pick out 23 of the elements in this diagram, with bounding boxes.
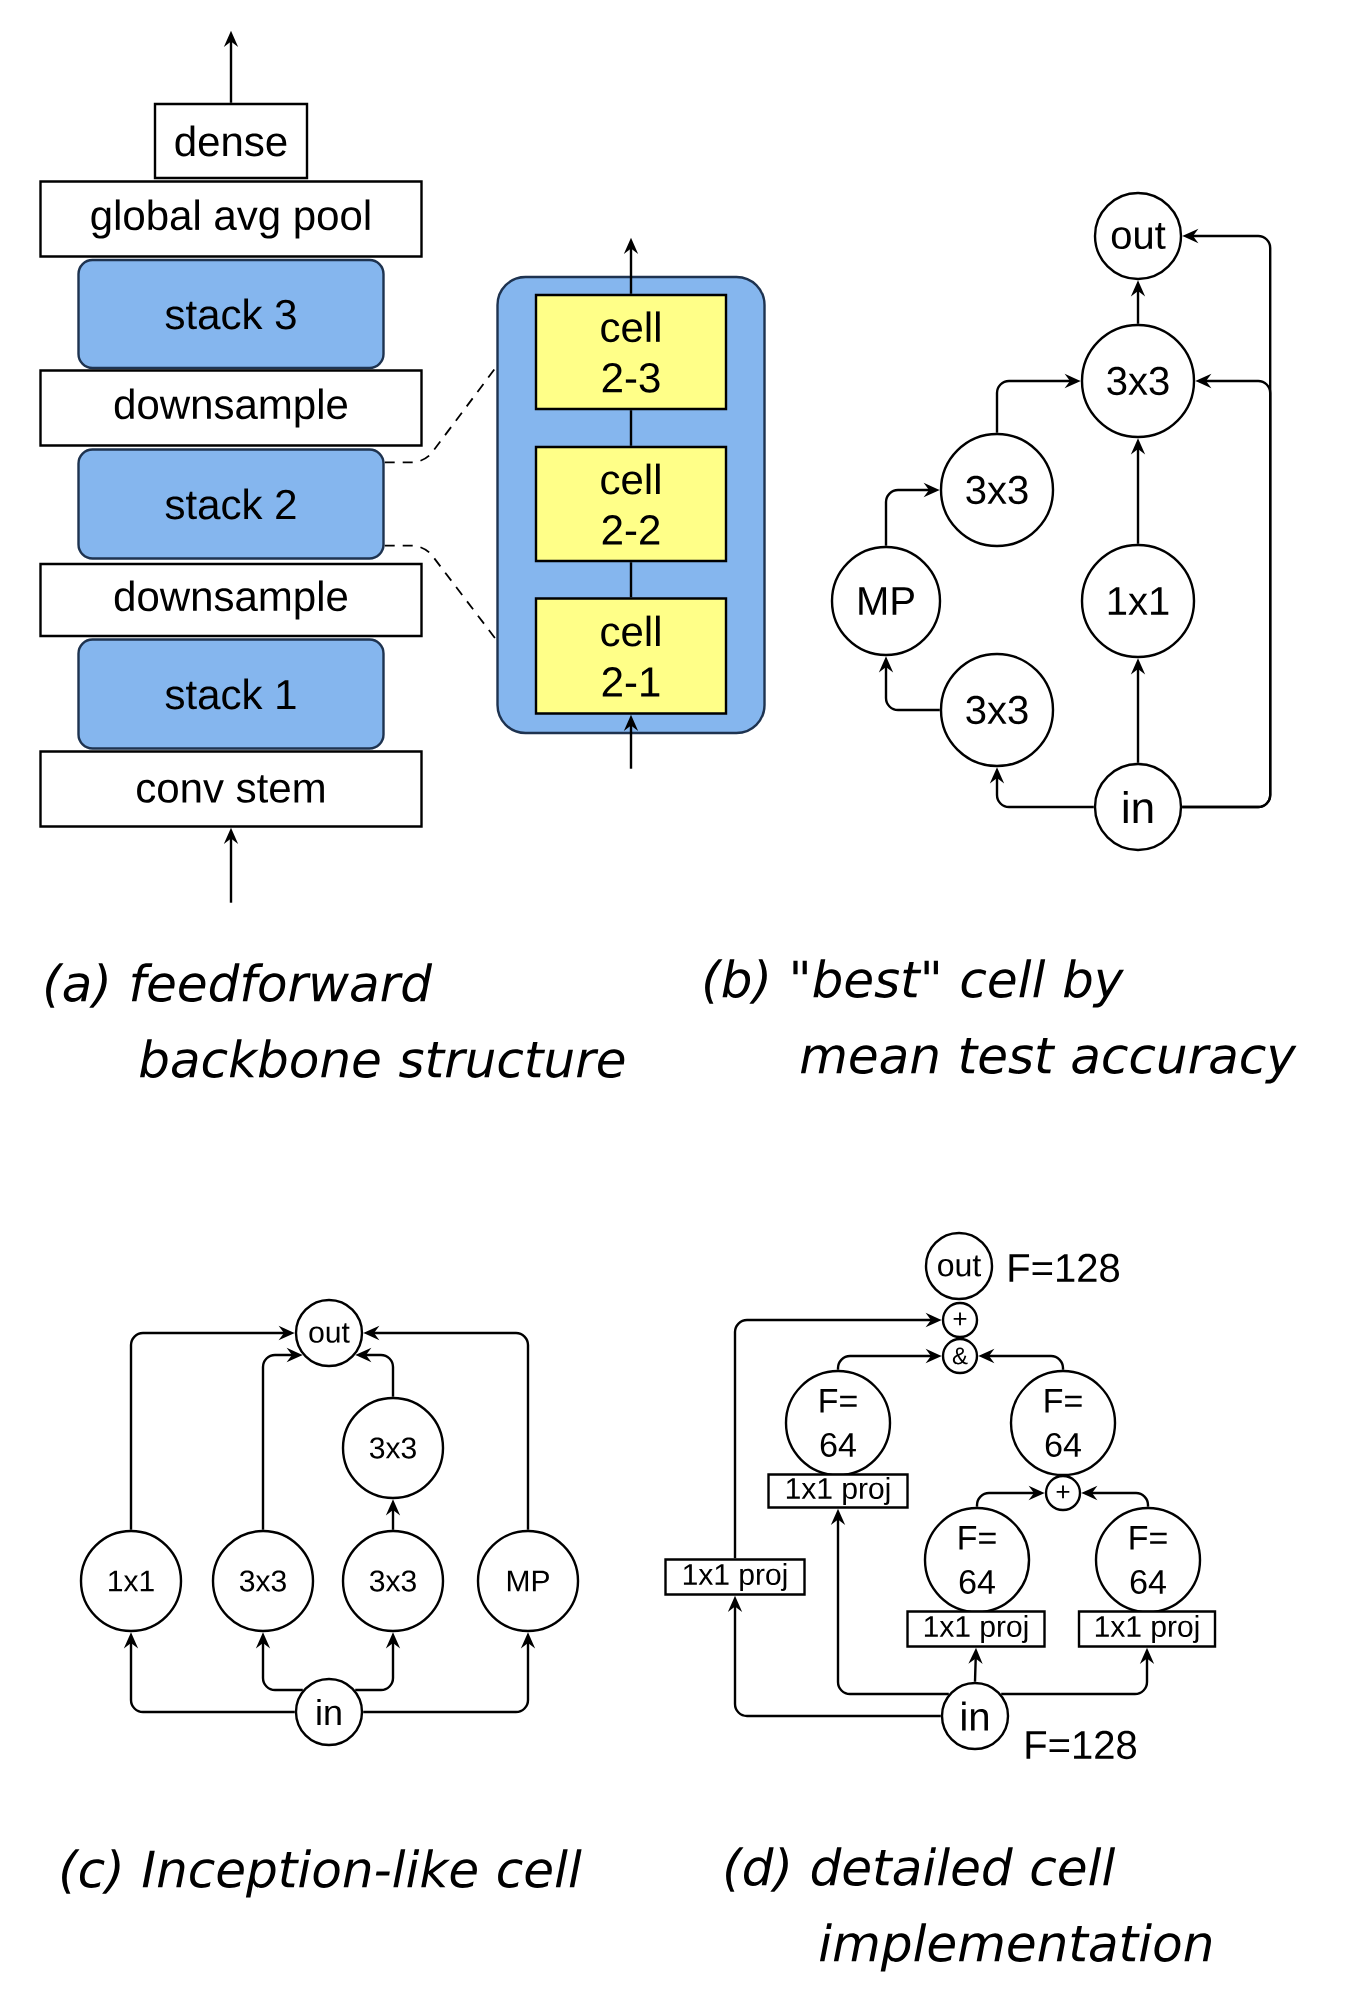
panel-caption: (c) Inception-like cell — [62, 1849, 582, 1898]
panel-caption: (b) "best" cell by mean test accuracy — [705, 959, 1297, 1084]
cell-box: cell 2-2 — [534, 445, 728, 563]
stack-box: stack 2 — [77, 448, 385, 560]
cell-box: cell 2-1 — [534, 597, 728, 715]
projection-box: 1x1 proj — [906, 1610, 1046, 1648]
connector-line — [629, 410, 633, 446]
projection-box: 1x1 proj — [664, 1558, 806, 1596]
dashed-line — [383, 544, 498, 641]
projection-box: 1x1 proj — [767, 1473, 909, 1509]
cell-box: cell 2-3 — [534, 293, 728, 411]
panel-caption: (a) feedforward backbone structure — [46, 963, 625, 1078]
layer-box: downsample — [39, 369, 423, 447]
projection-box: 1x1 proj — [1077, 1610, 1217, 1648]
panel-caption: (d) detailed cell implementation — [726, 1847, 1211, 1972]
layer-box: downsample — [39, 562, 423, 638]
filter-label: F=128 — [1026, 1730, 1136, 1760]
stack-box: stack 3 — [77, 258, 385, 370]
layer-box: conv stem — [39, 750, 423, 828]
layer-box: dense — [153, 102, 309, 180]
stack-box: stack 1 — [77, 638, 385, 750]
filter-label: F=128 — [1009, 1253, 1119, 1283]
connector-line — [629, 562, 633, 598]
